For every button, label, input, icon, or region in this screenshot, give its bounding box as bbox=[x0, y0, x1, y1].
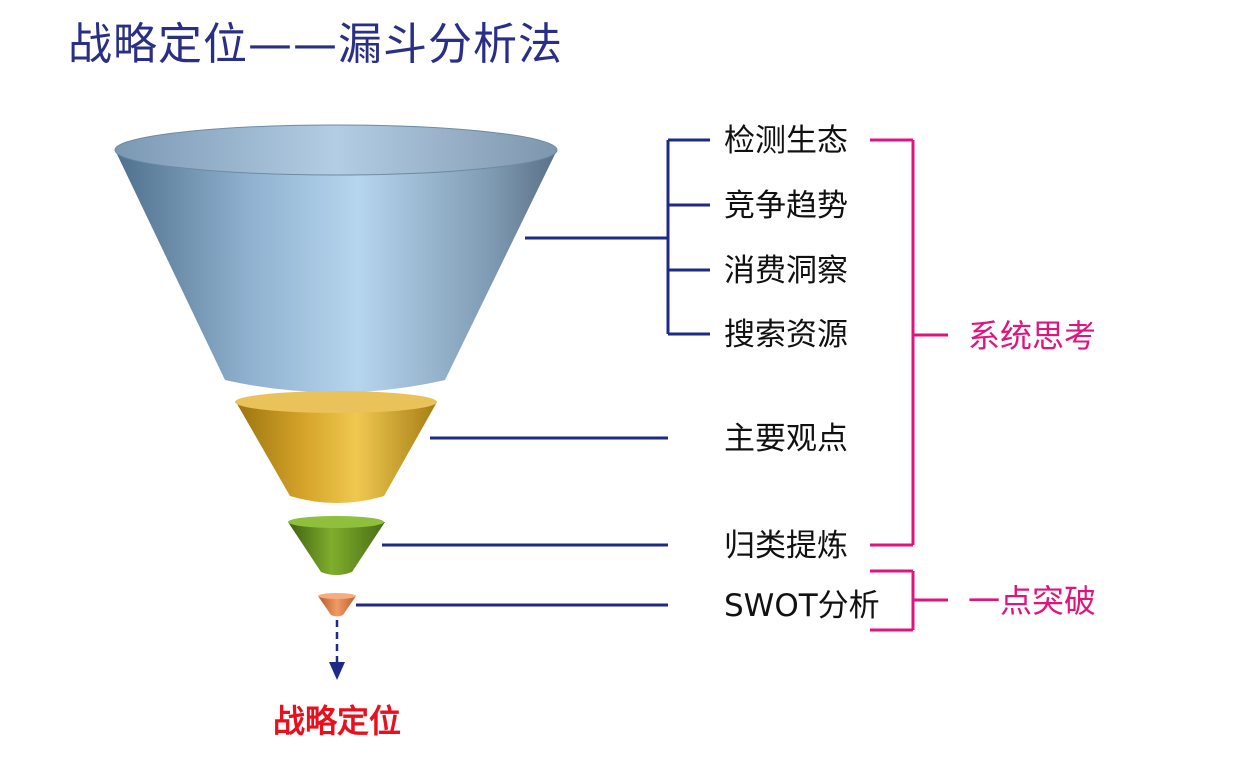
label-ecosystem-monitoring: 检测生态 bbox=[724, 123, 848, 159]
group-label-breakthrough: 一点突破 bbox=[968, 582, 1096, 620]
output-arrow bbox=[329, 620, 345, 680]
connector-lines bbox=[356, 138, 710, 607]
label-competition-trends: 竞争趋势 bbox=[724, 188, 848, 224]
funnel-stage-orange bbox=[318, 593, 356, 617]
label-swot-analysis: SWOT分析 bbox=[724, 588, 880, 624]
bracket-breakthrough bbox=[870, 569, 948, 632]
output-label: 战略定位 bbox=[273, 702, 401, 740]
label-categorize-refine: 归类提炼 bbox=[724, 528, 848, 564]
label-search-resources: 搜索资源 bbox=[724, 317, 848, 353]
bracket-systematic bbox=[870, 138, 948, 547]
label-consumer-insight: 消费洞察 bbox=[724, 253, 848, 289]
label-key-viewpoints: 主要观点 bbox=[724, 421, 848, 457]
funnel-stage-gold bbox=[235, 391, 437, 503]
group-label-systematic: 系统思考 bbox=[968, 317, 1096, 355]
funnel-stage-blue bbox=[114, 124, 558, 393]
page-title: 战略定位——漏斗分析法 bbox=[68, 19, 563, 70]
funnel-stage-green bbox=[288, 516, 385, 575]
